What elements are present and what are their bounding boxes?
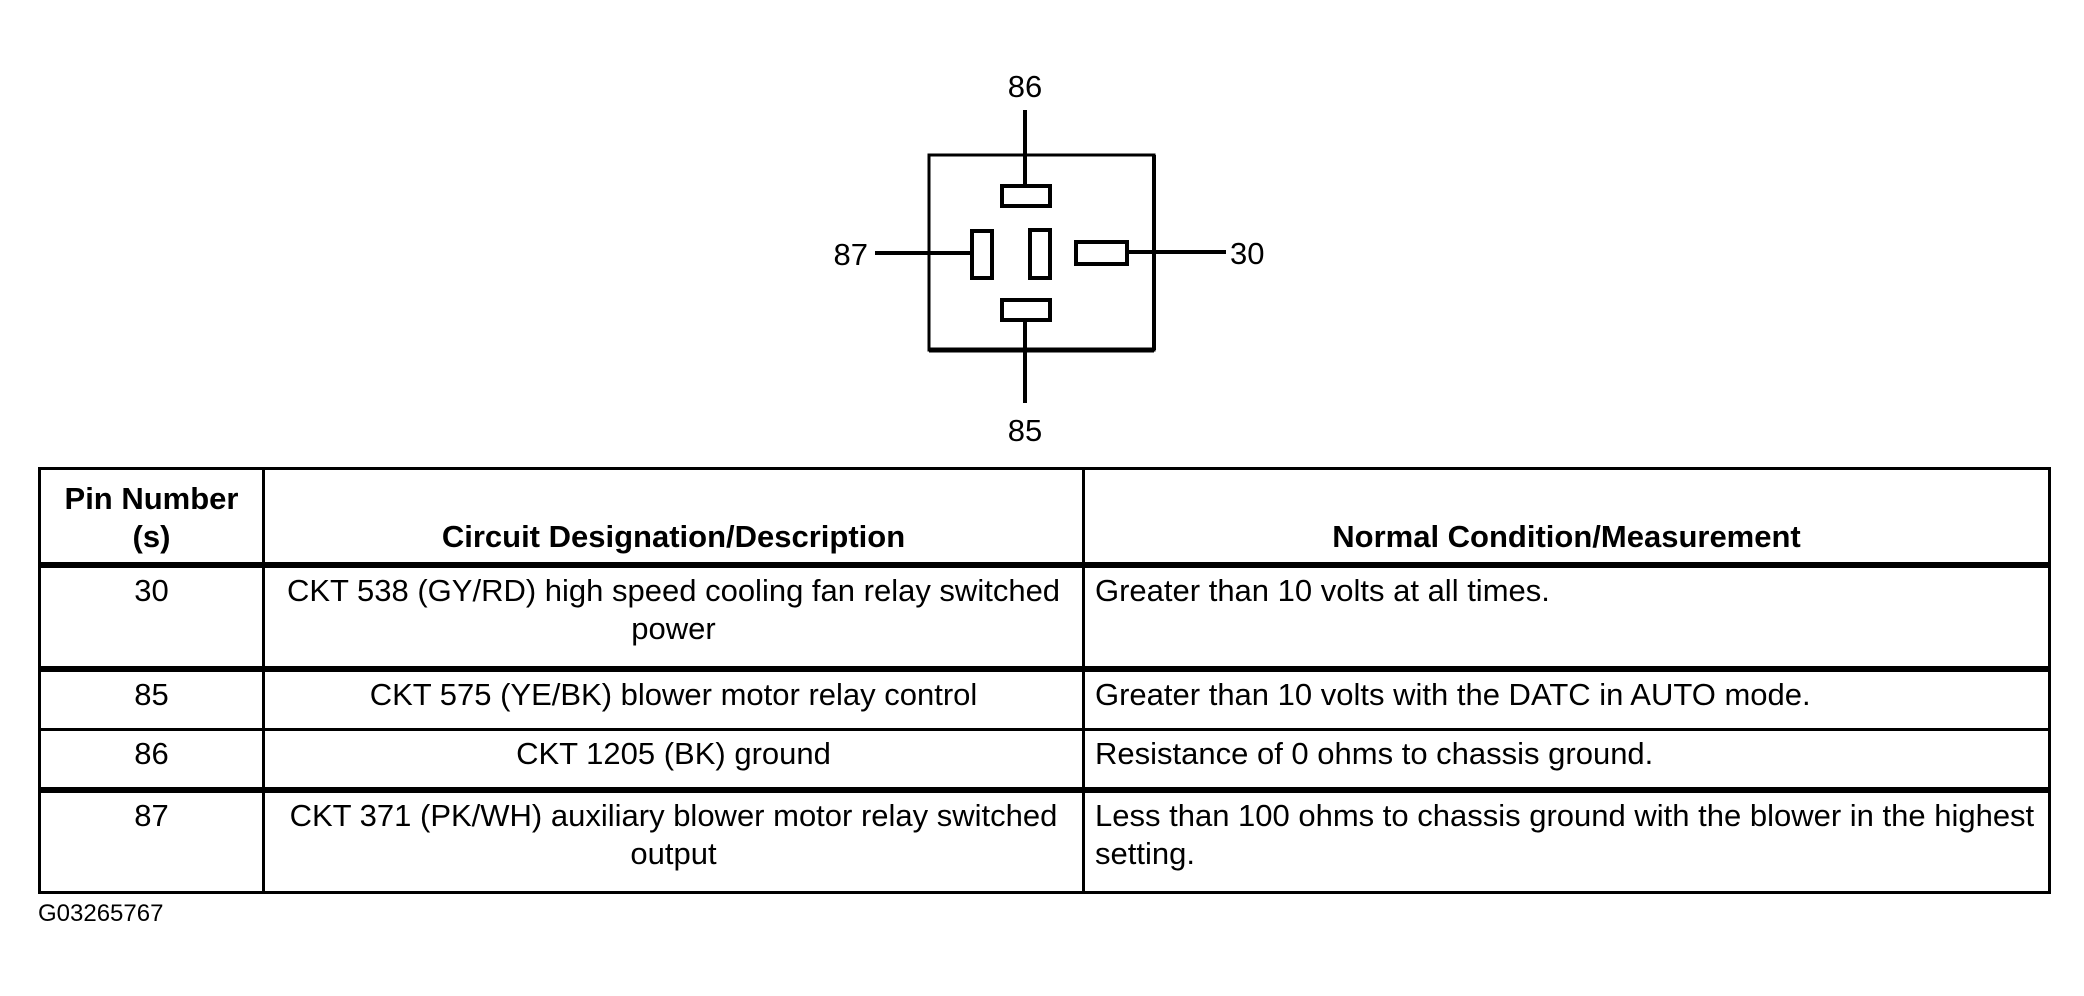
table-row: 30 CKT 538 (GY/RD) high speed cooling fa… <box>38 562 2051 671</box>
header-circuit-description: Circuit Designation/Description <box>262 467 1085 567</box>
pin-label-85: 85 <box>1008 413 1042 448</box>
pin-label-87: 87 <box>834 237 868 272</box>
pin-87-terminal <box>970 229 994 280</box>
table-row: 85 CKT 575 (YE/BK) blower motor relay co… <box>38 666 2051 731</box>
normal-condition-cell: Greater than 10 volts at all times. <box>1082 562 2051 671</box>
pin-table: Pin Number (s) Circuit Designation/Descr… <box>38 467 2051 894</box>
pin-label-30: 30 <box>1230 236 1264 271</box>
table-row: 86 CKT 1205 (BK) ground Resistance of 0 … <box>38 728 2051 792</box>
relay-connector-diagram: 86 87 30 85 <box>834 69 1265 448</box>
header-pin-number: Pin Number (s) <box>38 467 265 567</box>
pin-85-terminal <box>1000 298 1052 322</box>
table-row: 87 CKT 371 (PK/WH) auxiliary blower moto… <box>38 787 2051 894</box>
pin-number-cell: 87 <box>38 787 265 894</box>
circuit-description-cell: CKT 371 (PK/WH) auxiliary blower motor r… <box>262 787 1085 894</box>
center-terminal <box>1028 228 1052 280</box>
pin-30-terminal <box>1074 240 1129 266</box>
normal-condition-cell: Resistance of 0 ohms to chassis ground. <box>1082 728 2051 792</box>
pin-86-terminal <box>1000 184 1052 208</box>
circuit-description-cell: CKT 575 (YE/BK) blower motor relay contr… <box>262 666 1085 731</box>
header-normal-condition: Normal Condition/Measurement <box>1082 467 2051 567</box>
pin-number-cell: 86 <box>38 728 265 792</box>
table-header-row: Pin Number (s) Circuit Designation/Descr… <box>38 467 2051 567</box>
pin-number-cell: 30 <box>38 562 265 671</box>
pin-label-86: 86 <box>1008 69 1042 104</box>
pin-number-cell: 85 <box>38 666 265 731</box>
circuit-description-cell: CKT 538 (GY/RD) high speed cooling fan r… <box>262 562 1085 671</box>
circuit-description-cell: CKT 1205 (BK) ground <box>262 728 1085 792</box>
normal-condition-cell: Greater than 10 volts with the DATC in A… <box>1082 666 2051 731</box>
normal-condition-cell: Less than 100 ohms to chassis ground wit… <box>1082 787 2051 894</box>
figure-id: G03265767 <box>38 900 164 927</box>
